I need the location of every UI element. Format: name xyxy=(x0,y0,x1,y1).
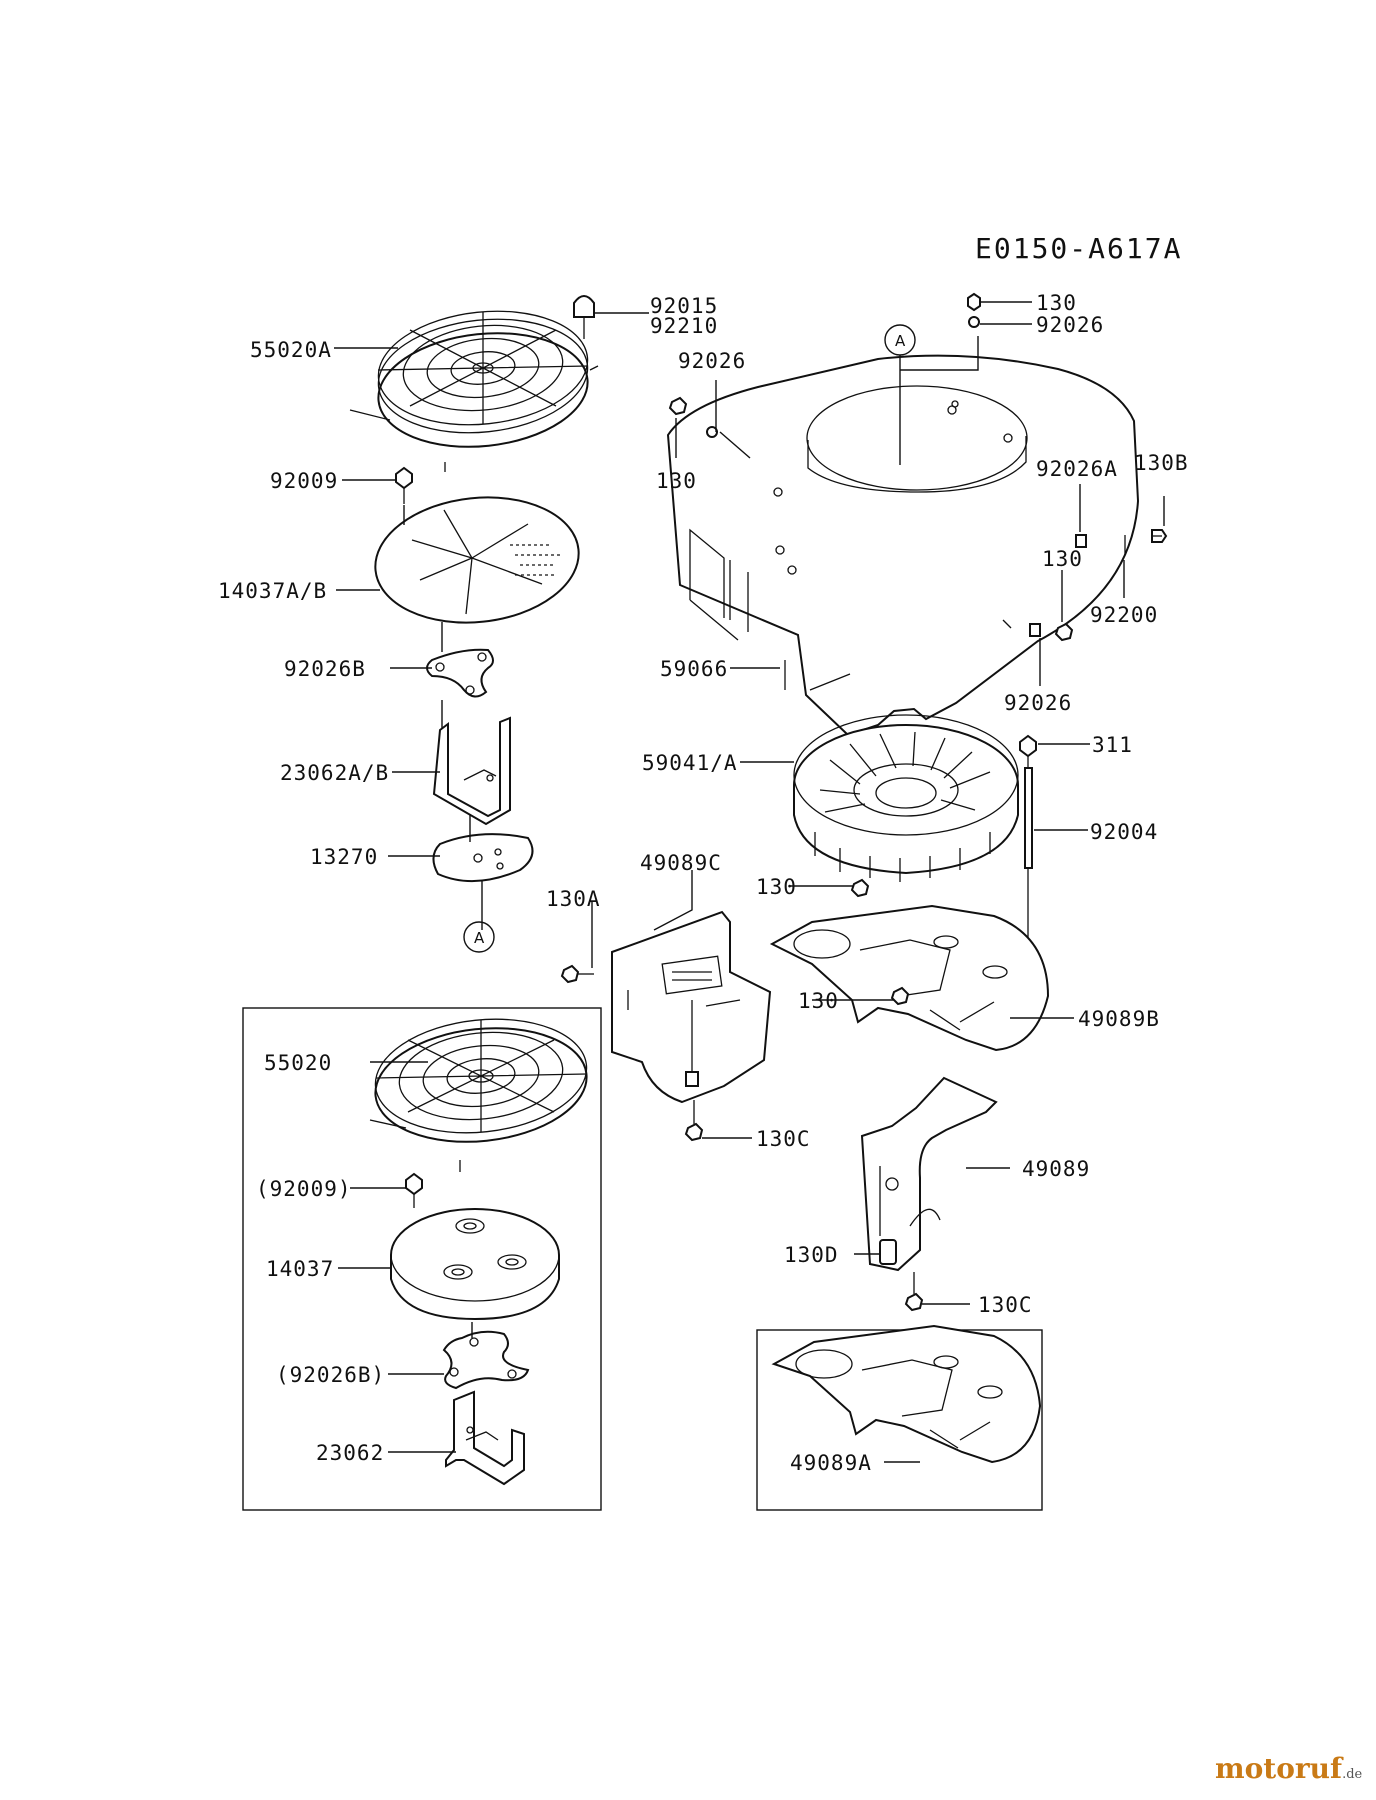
label-130c-mid: 130C xyxy=(756,1127,811,1151)
baffle-49089a xyxy=(771,1324,1042,1464)
label-130-top: 130 xyxy=(1036,291,1077,315)
label-59066: 59066 xyxy=(660,657,728,681)
callout-a-bottom-label: A xyxy=(474,929,485,947)
bracket-23062 xyxy=(445,1390,525,1486)
label-55020: 55020 xyxy=(264,1051,332,1075)
label-130d: 130D xyxy=(784,1243,839,1267)
collar-92026a xyxy=(1075,529,1168,555)
bolt-130-left xyxy=(668,396,718,438)
label-92009-paren: (92009) xyxy=(256,1177,352,1201)
label-14037: 14037 xyxy=(266,1257,334,1281)
diagram-code: E0150-A617A xyxy=(975,232,1182,265)
bolt-130a xyxy=(560,964,594,984)
callout-a-bottom: A xyxy=(463,921,495,953)
label-130c-low: 130C xyxy=(978,1293,1033,1317)
callout-a-top-label: A xyxy=(895,332,906,350)
bolt-130c-mid xyxy=(684,1100,704,1142)
label-130-mid2: 130 xyxy=(798,989,839,1013)
baffle-49089 xyxy=(860,1076,998,1272)
label-92026b-paren: (92026B) xyxy=(276,1363,385,1387)
bolt-130d xyxy=(879,1239,897,1265)
label-92026-lower: 92026 xyxy=(1004,691,1072,715)
bolt-92009 xyxy=(395,466,413,504)
bolt-130-mid2 xyxy=(890,986,910,1006)
bolt-130-top xyxy=(967,292,981,328)
label-13270: 13270 xyxy=(310,845,378,869)
label-14037ab: 14037A/B xyxy=(218,579,327,603)
label-130-mid: 130 xyxy=(756,875,797,899)
label-130-right: 130 xyxy=(1042,547,1083,571)
plate-13270 xyxy=(432,833,534,883)
label-92210: 92210 xyxy=(650,314,718,338)
baffle-49089c xyxy=(611,910,772,1104)
label-92015: 92015 xyxy=(650,294,718,318)
plate-washer-92026b xyxy=(426,648,494,698)
label-311: 311 xyxy=(1092,733,1133,757)
bolt-130c-low xyxy=(904,1272,924,1312)
label-92004: 92004 xyxy=(1090,820,1158,844)
label-49089: 49089 xyxy=(1022,1157,1090,1181)
alternate-parts-box-left xyxy=(242,1007,602,1511)
cooling-fan-59041a xyxy=(793,714,1019,882)
label-92026b: 92026B xyxy=(284,657,366,681)
leader-lines xyxy=(334,301,1165,1463)
label-49089a: 49089A xyxy=(790,1451,872,1475)
label-130-left: 130 xyxy=(656,469,697,493)
label-92026a: 92026A xyxy=(1036,457,1118,481)
label-59041a: 59041/A xyxy=(642,751,738,775)
label-130b: 130B xyxy=(1134,451,1189,475)
label-55020a: 55020A xyxy=(250,338,332,362)
bracket-23062ab xyxy=(432,716,511,826)
label-92026-top: 92026 xyxy=(1036,313,1104,337)
label-92200: 92200 xyxy=(1090,603,1158,627)
brand-tld: .de xyxy=(1342,1767,1363,1782)
cap-nut-92015 xyxy=(573,295,595,339)
bolt-92009-alt xyxy=(405,1172,423,1208)
label-130a: 130A xyxy=(546,887,601,911)
rotating-screen-55020 xyxy=(369,1018,588,1172)
label-92009: 92009 xyxy=(270,469,338,493)
label-49089b: 49089B xyxy=(1078,1007,1160,1031)
fan-plate-14037ab xyxy=(374,496,580,624)
bolt-130-mid xyxy=(850,878,870,898)
label-92026-left: 92026 xyxy=(678,349,746,373)
bolt-130-right xyxy=(1029,622,1074,642)
baffle-49089b xyxy=(769,904,1050,1052)
brand-logo: motoruf.de xyxy=(1215,1752,1362,1785)
plate-washer-92026b-alt xyxy=(442,1330,530,1390)
rotating-screen-55020a xyxy=(349,310,599,472)
brand-name: motoruf xyxy=(1215,1752,1343,1785)
fan-plate-14037 xyxy=(390,1208,560,1321)
label-23062ab: 23062A/B xyxy=(280,761,389,785)
callout-a-top: A xyxy=(884,324,916,356)
blower-housing-59066 xyxy=(666,354,1140,737)
label-49089c: 49089C xyxy=(640,851,722,875)
label-23062: 23062 xyxy=(316,1441,384,1465)
